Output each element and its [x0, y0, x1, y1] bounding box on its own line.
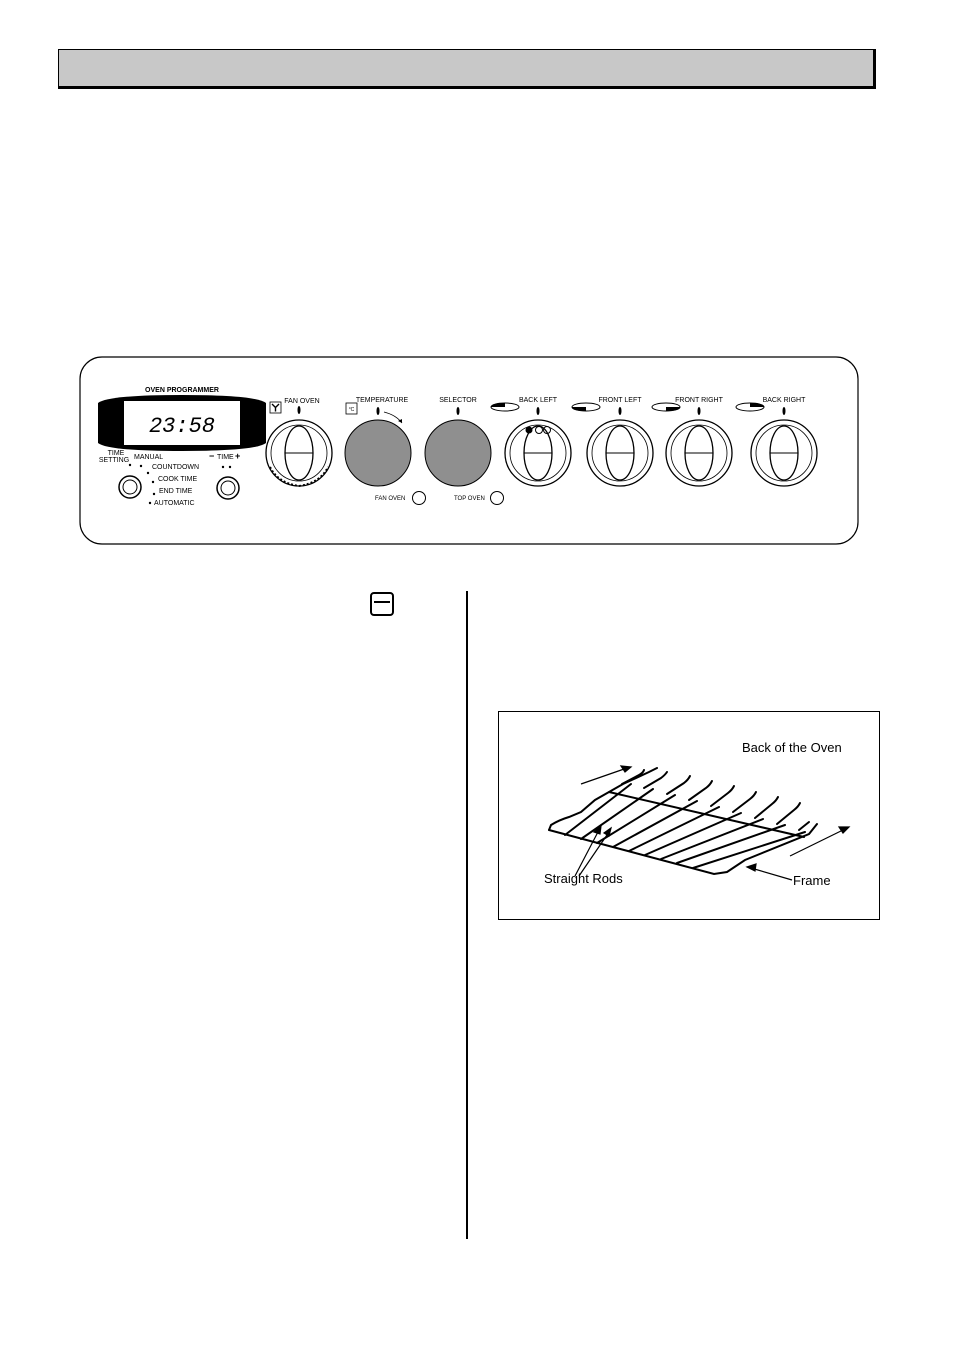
control-panel-diagram: OVEN PROGRAMMER 23:58 TIME SETTING MANUA… — [78, 355, 862, 547]
time-setting-label-2: SETTING — [99, 457, 129, 464]
programmer-title: OVEN PROGRAMMER — [145, 387, 219, 394]
front-left-hob-icon — [572, 403, 600, 411]
fan-oven-indicator-label: FAN OVEN — [375, 496, 405, 502]
front-right-knob[interactable] — [666, 420, 732, 486]
time-setting-label-1: TIME — [108, 450, 125, 457]
time-setting-knob[interactable] — [119, 476, 141, 498]
temperature-knob[interactable] — [345, 420, 411, 486]
fan-oven-knob-label: FAN OVEN — [284, 398, 319, 405]
time-adjust-label: TIME — [217, 454, 234, 461]
time-minus: − — [209, 451, 214, 461]
fan-icon — [270, 402, 281, 413]
back-of-oven-label: Back of the Oven — [742, 740, 842, 755]
programmer-display-time: 23:58 — [149, 414, 215, 439]
column-divider — [466, 591, 468, 1239]
mode-manual: MANUAL — [134, 454, 163, 461]
top-oven-indicator-light — [491, 492, 504, 505]
front-right-knob-label: FRONT RIGHT — [675, 397, 723, 404]
fan-oven-knob[interactable] — [266, 420, 332, 486]
back-left-knob-label: BACK LEFT — [519, 397, 558, 404]
top-oven-indicator-label: TOP OVEN — [454, 496, 485, 502]
back-right-knob[interactable] — [751, 420, 817, 486]
back-right-hob-icon — [736, 403, 764, 411]
back-left-knob[interactable] — [505, 420, 571, 486]
mode-end-time: END TIME — [159, 488, 193, 495]
selector-knob-label: SELECTOR — [439, 397, 477, 404]
celsius-symbol: °C — [349, 407, 355, 413]
front-right-hob-icon — [652, 403, 680, 411]
mode-cook-time: COOK TIME — [158, 476, 197, 483]
time-plus: + — [235, 451, 240, 461]
front-left-knob[interactable] — [587, 420, 653, 486]
oven-icon — [370, 592, 394, 616]
front-left-knob-label: FRONT LEFT — [598, 397, 642, 404]
mode-countdown: COUNTDOWN — [152, 464, 199, 471]
fan-oven-indicator-light — [413, 492, 426, 505]
back-left-hob-icon — [491, 403, 519, 411]
frame-label: Frame — [793, 873, 831, 888]
back-right-knob-label: BACK RIGHT — [763, 397, 807, 404]
oven-shelf-figure: Back of the Oven Straight Rods Frame — [498, 711, 880, 920]
straight-rods-label: Straight Rods — [544, 871, 623, 886]
selector-knob[interactable] — [425, 420, 491, 486]
time-adjust-knob[interactable] — [217, 477, 239, 499]
mode-automatic: AUTOMATIC — [154, 500, 195, 507]
temperature-knob-label: TEMPERATURE — [356, 397, 409, 404]
section-header-bar — [58, 49, 876, 89]
